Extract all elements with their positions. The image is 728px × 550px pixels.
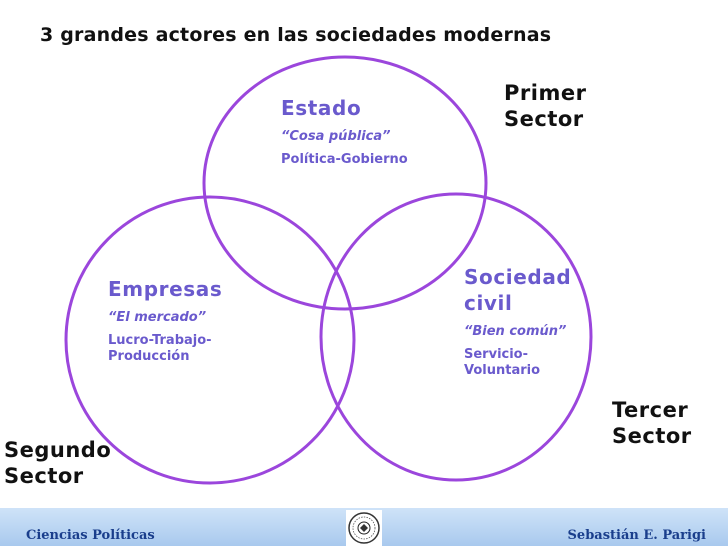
primer-sector-line2: Sector [504, 107, 584, 131]
footer-bar: Ciencias Políticas Sebastián E. Parigi [0, 508, 728, 546]
footer-course: Ciencias Políticas [26, 528, 155, 543]
sociedad-name-line1: Sociedad [464, 265, 572, 289]
footer-author: Sebastián E. Parigi [567, 528, 706, 543]
slide-title: 3 grandes actores en las sociedades mode… [40, 24, 552, 46]
sociedad-name: Sociedad civil [464, 264, 571, 316]
estado-desc: Política-Gobierno [281, 152, 408, 167]
sociedad-name-line2: civil [464, 291, 513, 315]
empresas-block: Empresas “El mercado” Lucro-Trabajo- Pro… [108, 276, 222, 365]
sociedad-desc-line1: Servicio- [464, 347, 529, 362]
sociedad-block: Sociedad civil “Bien común” Servicio- Vo… [464, 264, 571, 379]
segundo-sector-line1: Segundo [4, 438, 112, 462]
tercer-sector-line2: Sector [612, 424, 692, 448]
estado-name: Estado [281, 96, 362, 120]
estado-block: Estado “Cosa pública” Política-Gobierno [281, 95, 408, 168]
sociedad-desc: Servicio- Voluntario [464, 347, 571, 379]
empresas-desc-line2: Producción [108, 349, 190, 364]
sociedad-motto: “Bien común” [464, 324, 567, 339]
empresas-motto: “El mercado” [108, 310, 207, 325]
sociedad-desc-line2: Voluntario [464, 363, 541, 378]
tercer-sector-label: Tercer Sector [612, 397, 692, 449]
empresas-circle [64, 195, 356, 485]
estado-circle [202, 55, 488, 311]
primer-sector-line1: Primer [504, 81, 587, 105]
sociedad-circle [319, 192, 593, 482]
tercer-sector-line1: Tercer [612, 398, 689, 422]
primer-sector-label: Primer Sector [504, 80, 586, 132]
empresas-name: Empresas [108, 277, 223, 301]
segundo-sector-label: Segundo Sector [4, 437, 111, 489]
estado-motto: “Cosa pública” [281, 129, 391, 144]
empresas-desc: Lucro-Trabajo- Producción [108, 333, 222, 365]
segundo-sector-line2: Sector [4, 464, 84, 488]
university-seal-icon [346, 510, 382, 546]
empresas-desc-line1: Lucro-Trabajo- [108, 333, 212, 348]
